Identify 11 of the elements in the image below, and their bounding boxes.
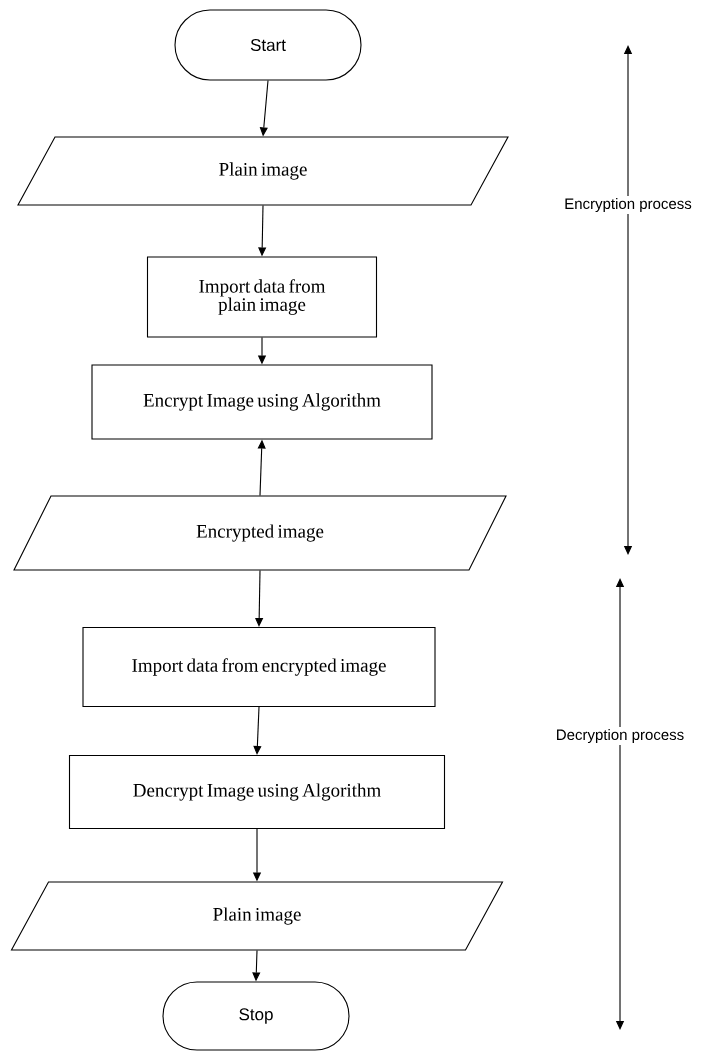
arrow: [255, 570, 264, 627]
arrow: [253, 706, 262, 755]
process-box: Encrypt Image using Algorithm: [91, 364, 433, 440]
process-box: Dencrypt Image using Algorithm: [68, 754, 446, 830]
io-parallelogram: Plain image: [10, 881, 504, 951]
process-box: Import data from plain image: [146, 256, 378, 338]
process-label: Encryption process: [565, 198, 692, 212]
process-box: Import data from encrypted image: [82, 626, 436, 708]
io-parallelogram: Plain image: [17, 136, 509, 206]
io-parallelogram: Encrypted image: [13, 495, 507, 571]
process-label: Decryption process: [557, 729, 684, 743]
